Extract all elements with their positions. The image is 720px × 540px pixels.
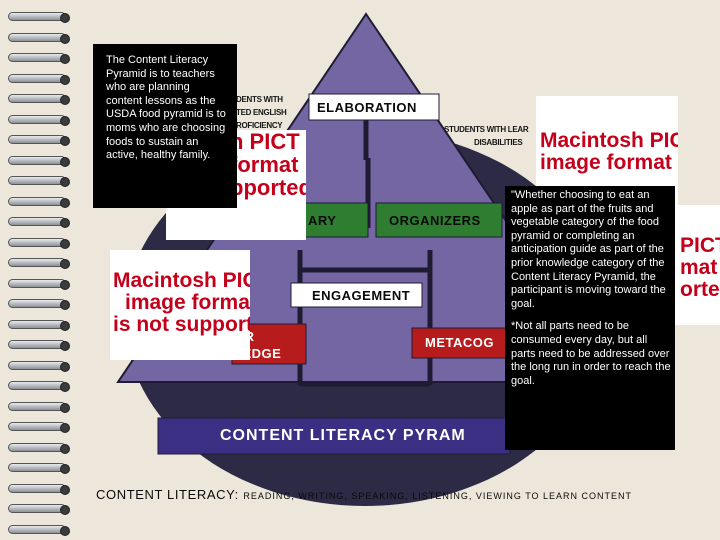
pict-placeholder-left: Macintosh PICT image format is not suppo… [110,250,250,360]
pict-text-line: is not supported [113,313,250,337]
side-label-right-1: STUDENTS WITH LEAR [444,125,529,134]
binding-hole [60,54,70,64]
binding-hole [60,423,70,433]
binding-hole [60,13,70,23]
callout-left-text: The Content Literacy Pyramid is to teach… [106,54,226,162]
binding-ring [8,360,70,372]
binding-hole [60,402,70,413]
pict-text-line: Macintosh PICT [113,269,250,292]
binding-hole [60,320,70,331]
binding-ring [8,196,70,208]
binding-hole [60,259,70,269]
side-label-left-1: DENTS WITH [236,95,283,104]
binding-hole [60,33,70,44]
binding-ring [8,53,70,64]
organizers-box [375,202,503,238]
vocabulary-label: ARY [308,213,337,228]
binding-hole [60,300,70,310]
binding-ring [8,73,70,85]
engagement-label: ENGAGEMENT [312,288,411,303]
binding-ring [8,176,70,187]
callout-left: The Content Literacy Pyramid is to teach… [93,44,237,208]
binding-ring [8,442,70,454]
callout-right-text-2: *Not all parts need to be consumed every… [511,320,671,387]
binding-ring [8,237,70,249]
binding-hole [60,464,70,474]
callout-right-text-1: "Whether choosing to eat an apple as par… [511,189,666,310]
binding-ring [8,135,70,146]
binding-ring [8,483,70,495]
binding-hole [60,218,70,228]
binding-hole [60,505,70,515]
binding-ring [8,155,70,167]
side-label-left-2: TED ENGLISH [236,108,287,117]
pyramid-title: CONTENT LITERACY PYRAM [220,427,466,444]
engagement-box [290,282,423,308]
binding-hole [60,279,70,290]
side-label-right-2: DISABILITIES [474,138,523,147]
binding-hole [60,484,70,495]
pict-text-line: h PICT [230,130,300,154]
binding-hole [60,156,70,167]
metacognition-label: METACOG [425,335,494,350]
binding-hole [60,177,70,187]
pict-text-line: orted [680,278,720,302]
callout-right: "Whether choosing to eat an apple as par… [505,186,675,450]
binding-ring [8,401,70,413]
spiral-binding [0,0,78,540]
pict-text-line: Macintosh PICT [540,129,678,152]
pyramid-connectors [297,118,433,387]
binding-ring [8,12,70,23]
binding-hole [60,361,70,372]
binding-hole [60,238,70,249]
binding-hole [60,115,70,126]
binding-hole [60,525,70,536]
pict-text-line: PICT [680,234,720,257]
binding-hole [60,197,70,208]
binding-ring [8,381,70,392]
binding-ring [8,32,70,44]
side-label-left-3: ROFICIENCY [236,121,283,130]
binding-ring [8,319,70,331]
binding-ring [8,94,70,105]
footer-description: READING, WRITING, SPEAKING, LISTENING, V… [243,491,633,501]
binding-ring [8,504,70,515]
binding-hole [60,382,70,392]
binding-ring [8,524,70,536]
binding-ring [8,258,70,269]
organizers-label: ORGANIZERS [389,213,481,228]
binding-ring [8,114,70,126]
elaboration-label: ELABORATION [317,100,417,115]
binding-ring [8,422,70,433]
binding-ring [8,278,70,290]
binding-ring [8,340,70,351]
pict-text-line: image format [540,151,672,175]
binding-hole [60,341,70,351]
metacognition-box [411,327,509,359]
pict-text-line: format [230,152,299,178]
binding-ring [8,463,70,474]
pyramid-title-banner [157,417,511,455]
footer: CONTENT LITERACY: READING, WRITING, SPEA… [96,486,716,504]
pict-text-line: image format [125,291,250,315]
binding-hole [60,136,70,146]
binding-hole [60,74,70,85]
binding-hole [60,95,70,105]
binding-ring [8,217,70,228]
pict-text-line: pported [230,175,306,201]
elaboration-box [308,93,440,121]
footer-label: CONTENT LITERACY: [96,487,239,502]
pict-text-line: mat [680,256,718,280]
binding-ring [8,299,70,310]
binding-hole [60,443,70,454]
